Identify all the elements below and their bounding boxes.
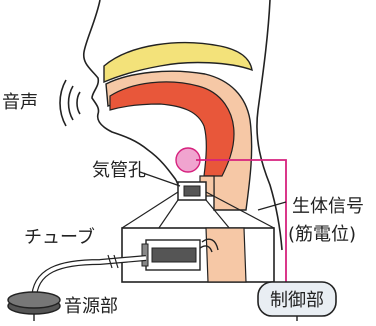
- palate-shape: [103, 41, 253, 84]
- tongue-shape: [109, 81, 235, 177]
- stoma-leader-line: [139, 171, 181, 187]
- voice-label: 音声: [2, 92, 38, 113]
- tracheostoma-label: 気管孔: [92, 160, 146, 181]
- zoom-line-right: [205, 191, 275, 229]
- tube-break-2: [113, 254, 119, 269]
- speaker-icon: [199, 238, 219, 253]
- tube-label: チューブ: [24, 226, 95, 248]
- sound-source-disk-top: [7, 291, 61, 309]
- enlarged-device-flange: [141, 243, 149, 267]
- sound-source-label: 音源部: [64, 296, 118, 317]
- stoma-device-inner: [183, 185, 201, 197]
- tube-break-1: [107, 254, 113, 269]
- face-outline: [82, 0, 177, 181]
- signal-wire: [196, 159, 287, 285]
- sound-waves-icon: [59, 79, 81, 127]
- tube-inner: [32, 256, 147, 301]
- biosignal-label: 生体信号: [292, 196, 364, 217]
- biosignal-sub-label: (筋電位): [288, 224, 356, 245]
- head-back-outline: [256, 0, 283, 251]
- enlarged-trachea-tissue: [205, 227, 247, 283]
- zoom-line-left: [121, 191, 179, 229]
- controller-label: 制御部: [270, 290, 324, 311]
- biosignal-leader-line: [257, 201, 287, 211]
- enlarged-device-core: [151, 247, 197, 263]
